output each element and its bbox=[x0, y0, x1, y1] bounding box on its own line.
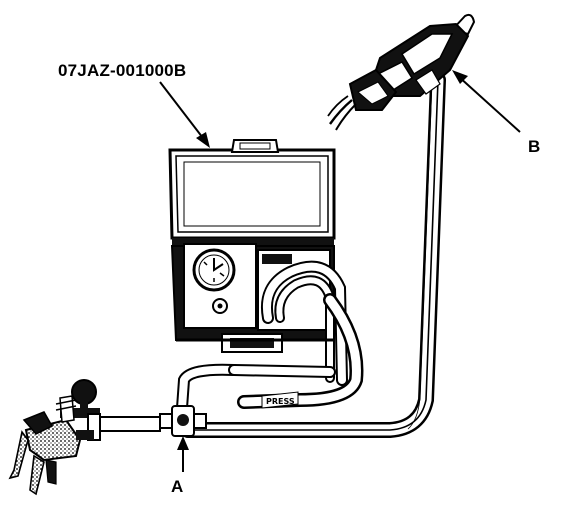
leader-b bbox=[452, 70, 521, 133]
fuel-connector-b bbox=[327, 13, 476, 131]
fuel-rail-assembly bbox=[8, 379, 101, 496]
callout-b-label: B bbox=[528, 137, 541, 156]
press-hose-tag: PRESS bbox=[266, 397, 295, 406]
left-hose bbox=[97, 416, 161, 432]
callout-a-label: A bbox=[171, 477, 184, 496]
leader-a bbox=[177, 436, 189, 472]
hose-to-connector bbox=[180, 72, 446, 438]
case-hoses: PRESS bbox=[176, 293, 364, 414]
tool-case bbox=[168, 139, 348, 386]
t-fitting-a bbox=[159, 405, 207, 437]
leader-tool bbox=[159, 81, 210, 148]
tool-number-label: 07JAZ-001000B bbox=[58, 61, 187, 80]
